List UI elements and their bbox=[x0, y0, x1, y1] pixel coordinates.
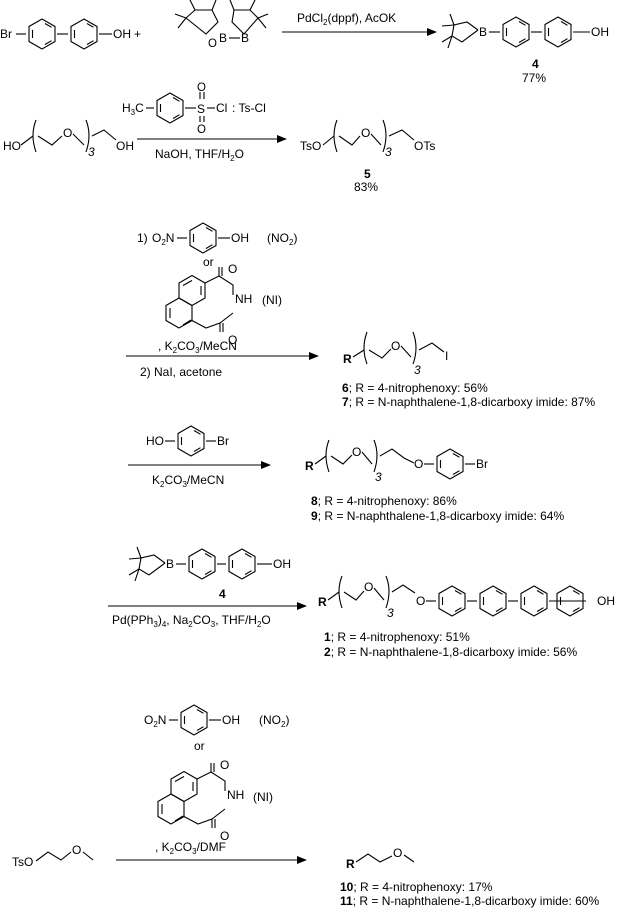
terphenyl-repeat-n: 3 bbox=[387, 606, 394, 620]
step2-product-ditosylate: TsO O 3 OTs bbox=[300, 119, 435, 159]
step6-base: , K2CO3/DMF bbox=[155, 840, 226, 856]
methoxy-o: O bbox=[393, 846, 402, 860]
glycol-oh-label: OH bbox=[116, 139, 134, 153]
reagent-b: B bbox=[166, 557, 174, 571]
bromide-o-chain: O bbox=[352, 445, 361, 459]
tosylate-o: O bbox=[72, 843, 81, 857]
step2-conditions: NaOH, THF/H2O bbox=[155, 147, 244, 163]
step6-nitro-tag: (NO2) bbox=[259, 713, 289, 729]
sulfonyl-o-bottom: O bbox=[197, 124, 206, 136]
product-1-line: 1; R = 4-nitrophenoxy: 51% bbox=[324, 630, 470, 644]
iodide-o: O bbox=[391, 339, 400, 353]
step1-biphenyl-bromide: Br OH bbox=[0, 18, 131, 50]
step6-product-methoxyethyl: R O bbox=[346, 846, 415, 871]
boron-label-2: B bbox=[241, 31, 249, 45]
step6-imide-o-bottom: O bbox=[220, 829, 229, 843]
step6-or: or bbox=[194, 739, 205, 753]
step4-base: K2CO3/MeCN bbox=[152, 473, 224, 489]
terphenyl-o-chain: O bbox=[364, 580, 373, 594]
step4-bromophenol: HO Br bbox=[146, 425, 229, 457]
imide-o-top: O bbox=[228, 262, 237, 276]
product-6-line: 6; R = 4-nitrophenoxy: 56% bbox=[342, 381, 488, 395]
step6-nitro-label: O2N bbox=[144, 713, 166, 729]
bromide-br: Br bbox=[476, 457, 488, 471]
step2-triethylene-glycol: HO O 3 OH bbox=[3, 119, 134, 159]
step5-product-terphenyl: R O 3 O OH bbox=[318, 575, 615, 620]
step1-bis-pinacolato-diboron: O B B bbox=[174, 0, 269, 50]
methyl-label: H3C bbox=[122, 101, 144, 117]
boronate-b-label: B bbox=[479, 25, 487, 39]
ni-tag: (NI) bbox=[262, 293, 282, 307]
step3-naphthalimide: O NH O (NI) bbox=[165, 262, 282, 347]
product-2-line: 2; R = N-naphthalene-1,8-dicarboxy imide… bbox=[324, 645, 577, 659]
step2-tosyl-chloride: H3C S O O Cl : Ts-Cl bbox=[122, 82, 266, 136]
step1-reagent: PdCl2(dppf), AcOK bbox=[297, 11, 396, 27]
step3-item-1: 1) bbox=[137, 231, 148, 245]
tscl-label: : Ts-Cl bbox=[232, 101, 266, 115]
ditosylate-o-label: O bbox=[361, 126, 370, 140]
product-11-line: 11; R = N-naphthalene-1,8-dicarboxy imid… bbox=[340, 894, 599, 908]
nitro-tag: (NO2) bbox=[267, 231, 297, 247]
bromide-r: R bbox=[305, 459, 314, 473]
sulfur-label: S bbox=[197, 102, 205, 116]
step3-or: or bbox=[203, 255, 214, 269]
nitrophenol-oh: OH bbox=[231, 231, 249, 245]
step5-compound-4: 4 bbox=[219, 587, 226, 601]
ditosylate-repeat-n: 3 bbox=[385, 145, 392, 159]
iodide-r: R bbox=[343, 352, 352, 366]
step6-naphthalimide: O NH O (NI) bbox=[157, 758, 273, 843]
compound-4-yield: 77% bbox=[522, 71, 546, 85]
step3-base: , K2CO3/MeCN bbox=[158, 339, 237, 355]
chloride-label: Cl bbox=[216, 101, 227, 115]
step6-imide-nh: NH bbox=[227, 788, 244, 802]
step5-conditions: Pd(PPh3)4, Na2CO3, THF/H2O bbox=[112, 613, 271, 629]
step5-boronate-reagent: B OH bbox=[128, 546, 291, 582]
step3-item-2: 2) NaI, acetone bbox=[140, 365, 222, 379]
product-10-line: 10; R = 4-nitrophenoxy: 17% bbox=[340, 880, 493, 894]
bromo-label: Br bbox=[0, 27, 12, 41]
glycol-ho-label: HO bbox=[3, 139, 21, 153]
step6-imide-o-top: O bbox=[220, 758, 229, 772]
ditosylate-ots-label: OTs bbox=[414, 139, 435, 153]
product-8-line: 8; R = 4-nitrophenoxy: 86% bbox=[311, 494, 457, 508]
compound-5-yield: 83% bbox=[354, 180, 378, 194]
terphenyl-r: R bbox=[318, 595, 327, 609]
bromophenol-ho: HO bbox=[146, 434, 164, 448]
glycol-repeat-n: 3 bbox=[88, 145, 95, 159]
iodide-repeat-n: 3 bbox=[414, 363, 421, 377]
terphenyl-o-ether: O bbox=[416, 594, 425, 608]
step6-ni-tag: (NI) bbox=[253, 790, 273, 804]
nitro-label: O2N bbox=[152, 231, 174, 247]
imide-nh: NH bbox=[235, 292, 252, 306]
hydroxyl-label: OH bbox=[113, 27, 131, 41]
sulfonyl-o-top: O bbox=[197, 82, 206, 94]
glycol-o-label: O bbox=[63, 126, 72, 140]
step6-nitrophenol-oh: OH bbox=[222, 713, 240, 727]
boron-label-1: B bbox=[219, 31, 227, 45]
boronate-oh-label: OH bbox=[591, 25, 609, 39]
bromide-repeat-n: 3 bbox=[375, 470, 382, 484]
step3-nitrophenol: O2N OH (NO2) bbox=[152, 222, 297, 254]
step6-methoxyethyl-tosylate: TsO O bbox=[12, 843, 94, 869]
step1-product-boronate: B OH bbox=[441, 13, 609, 49]
tosylate-tso: TsO bbox=[12, 855, 33, 869]
terphenyl-oh: OH bbox=[597, 594, 615, 608]
iodide-i: I bbox=[445, 349, 448, 363]
compound-5-label: 5 bbox=[364, 167, 371, 181]
methoxy-r: R bbox=[346, 857, 355, 871]
imide-o-bottom: O bbox=[228, 333, 237, 347]
reagent-oh: OH bbox=[273, 557, 291, 571]
bromophenol-br: Br bbox=[217, 434, 229, 448]
step3-product-iodide: R O 3 I bbox=[343, 331, 448, 377]
compound-4-label: 4 bbox=[532, 57, 539, 71]
step6-nitrophenol: O2N OH (NO2) bbox=[144, 704, 289, 736]
ditosylate-tso-label: TsO bbox=[300, 139, 321, 153]
product-9-line: 9; R = N-naphthalene-1,8-dicarboxy imide… bbox=[311, 509, 564, 523]
product-7-line: 7; R = N-naphthalene-1,8-dicarboxy imide… bbox=[342, 395, 595, 409]
plus-sign: + bbox=[134, 27, 141, 41]
bromide-o-ether: O bbox=[414, 457, 423, 471]
step4-product-bromide: R O 3 O Br bbox=[305, 439, 488, 484]
diboron-o-label: O bbox=[208, 38, 217, 50]
